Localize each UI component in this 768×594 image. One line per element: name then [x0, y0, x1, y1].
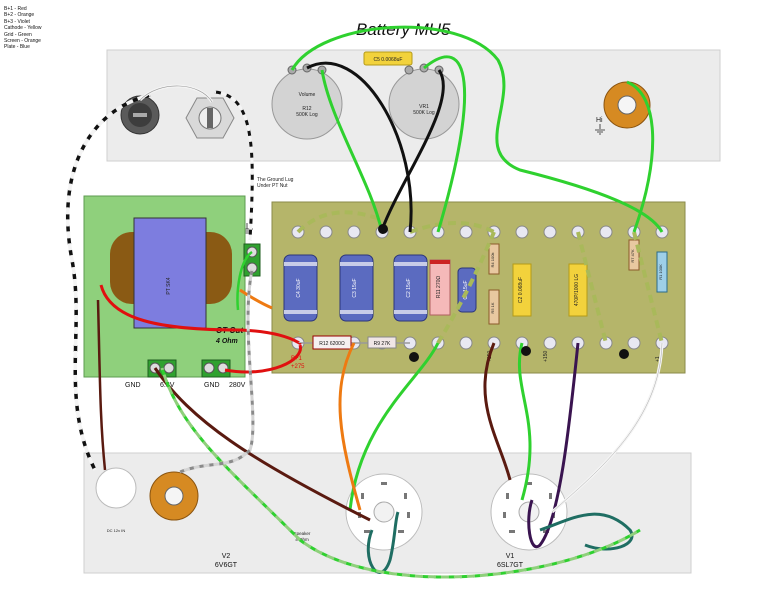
twisted-dc-wire — [66, 93, 151, 471]
c2-label: C2 15uF — [406, 278, 412, 297]
brown-v1-wire — [483, 342, 512, 481]
power-switch — [185, 97, 235, 139]
volume-label: Volume — [299, 92, 316, 98]
solder-joint — [521, 346, 531, 356]
speaker-jack — [149, 471, 199, 521]
speaker-label-1: Speaker — [294, 531, 311, 536]
dc-jack: DC 12v IN — [95, 467, 137, 533]
c2-yellow-label: C2 0.068uF — [518, 277, 524, 303]
violet-wire — [527, 342, 580, 549]
hi-jack: Hi — [595, 81, 651, 135]
vr1-value: 500K Log — [413, 110, 435, 116]
vr1-name: VR1 — [419, 104, 429, 110]
orange-short-wire — [239, 288, 273, 310]
twisted-ot-wire — [179, 269, 255, 474]
black-wires — [306, 61, 445, 233]
teal-speaker-wires — [366, 511, 634, 574]
eyelets-top-row — [291, 225, 669, 239]
bottom-row-label-3: +1 — [655, 356, 661, 362]
legend-line: B+3 - Violet — [4, 18, 30, 25]
filter-cap-c4: C4 30uF — [283, 254, 318, 322]
small-resistor-2: R4 100k — [488, 243, 500, 275]
twisted-switch-wire — [214, 90, 254, 241]
twisted-heater-wire — [160, 367, 641, 579]
c1-yellow-label: 470P/1000 LG — [574, 274, 580, 306]
ot-ohm-label: 4 Ohm — [215, 338, 238, 345]
small-resistor-4: R1 100K — [656, 251, 668, 293]
tap-label-gnd-1: GND — [125, 382, 141, 389]
r12-resistor-label: R12 6200Ω — [319, 341, 345, 347]
green-wires — [290, 25, 664, 511]
bplus-label: B+1 — [291, 356, 303, 362]
ground-note-line-1: The Ground Lug — [257, 177, 294, 183]
power-transformer: PT SK4 — [110, 217, 232, 329]
r12-value: 500K Log — [296, 112, 318, 118]
v1-type: 6SL7GT — [497, 562, 524, 569]
yellow-cap-c1: 470P/1000 LG — [568, 263, 588, 317]
yellow-cap-c2: C2 0.068uF — [512, 263, 532, 317]
c5-capacitor: C5 0.0068uF — [363, 51, 413, 66]
v2-name: V2 — [222, 553, 231, 560]
switch-jumper-wire-outline — [139, 85, 213, 103]
pt-label: PT SK4 — [166, 277, 172, 294]
dc-label: DC 12v IN — [107, 528, 126, 533]
c4-label: C4 30uF — [296, 278, 302, 297]
r12-name: R12 — [302, 106, 311, 112]
filter-cap-c3: C3 15uF — [339, 254, 374, 322]
v2-socket — [345, 473, 423, 551]
r1-label: R1 100K — [658, 264, 663, 280]
legend-line: Cathode - Yellow — [4, 25, 42, 32]
bottom-row-label-2: +150 — [543, 351, 549, 362]
orange-wire — [338, 342, 362, 511]
r4-label: R4 100k — [490, 253, 495, 268]
board-jumpers — [296, 210, 664, 345]
brown-wire-2 — [96, 299, 107, 471]
solder-joint — [619, 349, 629, 359]
r7-label: R7 47K — [630, 249, 635, 263]
small-resistor-3: R7 47K — [628, 239, 640, 271]
bplus-value: +275 — [291, 364, 305, 370]
legend-line: B+2 - Orange — [4, 12, 35, 19]
input-jack — [120, 95, 160, 135]
r9-label: R9 27K — [374, 341, 391, 347]
r5-label: R5 1K — [490, 302, 495, 313]
red-hv-wire — [224, 344, 302, 374]
legend-line: Screen - Orange — [4, 38, 41, 45]
c5-label: C5 0.0068uF — [374, 57, 403, 63]
ground-symbol-icon — [241, 223, 253, 234]
r11-resistor: R11 270Ω — [429, 259, 451, 316]
c3-label: C3 15uF — [352, 278, 358, 297]
wire-color-legend: B+1 - Red B+2 - Orange B+3 - Violet Cath… — [4, 6, 42, 51]
v2-type: 6V6GT — [215, 562, 238, 569]
green-ot-wire — [236, 250, 253, 311]
tap-label-gnd-2: GND — [204, 382, 220, 389]
legend-line: Plate - Blue — [4, 44, 30, 51]
r11-label: R11 270Ω — [436, 276, 442, 299]
red-bplus-wire — [99, 284, 302, 345]
white-wire-outline — [551, 342, 663, 513]
r12-resistor: R12 6200Ω — [298, 335, 355, 350]
r9-resistor: R9 27K — [354, 336, 410, 349]
solder-joint — [378, 224, 388, 234]
diagram-title: Battery MU5 — [356, 20, 451, 39]
legend-line: B+1 - Red — [4, 6, 27, 12]
solder-joint — [409, 352, 419, 362]
small-resistor-1: R5 1K — [488, 289, 500, 325]
hv-terminal — [201, 359, 231, 378]
hi-label: Hi — [596, 117, 603, 124]
v1-name: V1 — [506, 553, 515, 560]
legend-line: Grid - Green — [4, 31, 32, 38]
ground-note-line-2: Under PT Nut — [257, 183, 288, 189]
filter-cap-c2: C2 15uF — [393, 254, 428, 322]
tap-label-280v: 280V — [229, 382, 246, 389]
speaker-label-2: 4 Ohm — [295, 537, 309, 542]
